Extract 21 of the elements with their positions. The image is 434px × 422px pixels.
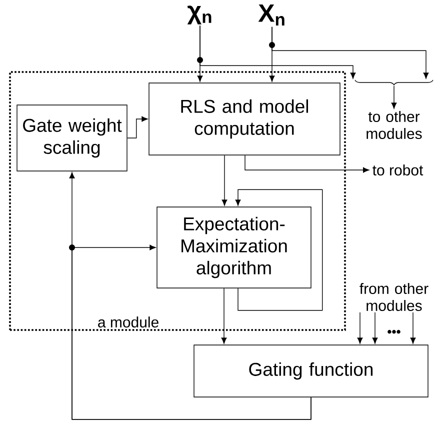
arrow [372, 312, 378, 344]
arrow [272, 26, 429, 79]
ellipsis: ••• [388, 330, 400, 334]
arrow [410, 312, 416, 344]
note-text: to other modules [366, 111, 422, 139]
arrow [200, 25, 356, 79]
note-text: from other modules [360, 282, 428, 311]
process-box: Expectation-Maximization algorithm [156, 206, 312, 288]
arrow [235, 189, 323, 311]
arrow [127, 116, 148, 138]
arrow [357, 312, 363, 344]
process-box: RLS and model computation [148, 82, 340, 156]
input-symbol: X$_{n}$ [258, 4, 284, 26]
note-text: to robot [372, 164, 424, 176]
input-symbol: χ$_{n}$ [187, 6, 212, 24]
process-box: Gate weight scaling [16, 104, 128, 172]
process-box: Gating function [194, 344, 428, 398]
arrow [221, 288, 227, 344]
arrow [222, 155, 228, 206]
arrow [244, 155, 370, 173]
arrow [72, 244, 312, 420]
